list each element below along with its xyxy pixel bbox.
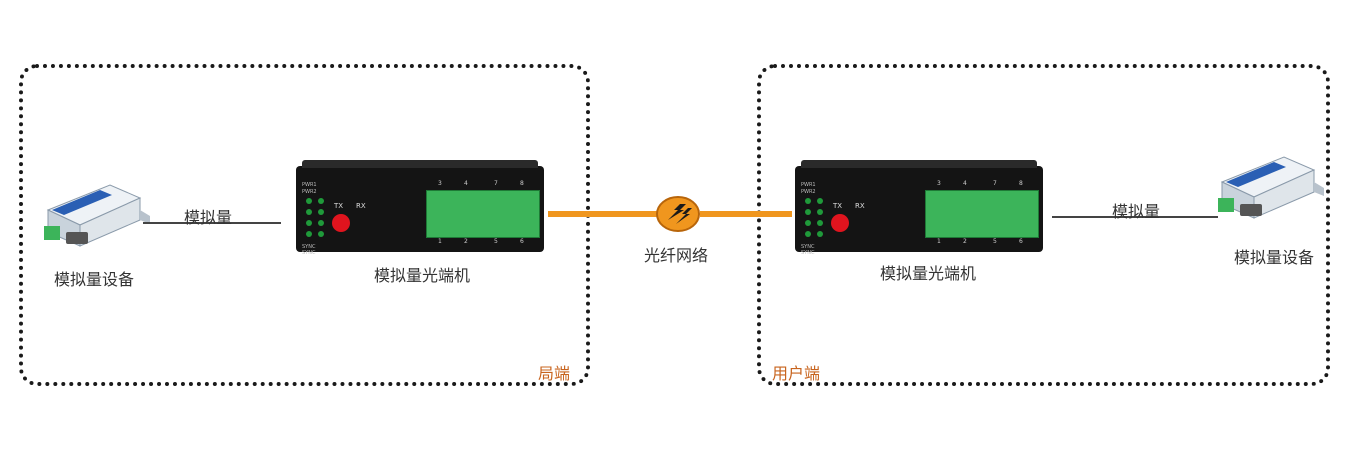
status-led-icon <box>306 198 324 237</box>
user-side-label: 用户端 <box>772 364 821 383</box>
converter-top <box>801 160 1037 168</box>
port-3-label: 3 <box>438 180 442 187</box>
sync1-label: SYNC <box>801 244 815 250</box>
port-2-label: 2 <box>464 238 468 245</box>
pwr2-label: PWR2 <box>302 189 317 195</box>
left-analog-link <box>143 222 281 224</box>
port-4-label: 4 <box>963 180 967 187</box>
port-3-label: 3 <box>937 180 941 187</box>
user-side-zone <box>757 64 1330 386</box>
converter-top <box>302 160 538 168</box>
pwr1-label: PWR1 <box>302 182 317 188</box>
fiber-link-right <box>700 211 792 217</box>
port-5-label: 5 <box>494 238 498 245</box>
tx-fiber-port-icon <box>332 214 350 232</box>
terminal-block <box>925 190 1039 238</box>
fiber-network-label: 光纤网络 <box>644 246 709 265</box>
port-8-label: 8 <box>520 180 524 187</box>
rx-label: RX <box>855 202 865 210</box>
tx-label: TX <box>334 202 344 210</box>
port-1-label: 1 <box>937 238 941 245</box>
right-analog-device-icon <box>1218 156 1324 219</box>
left-analog-device-icon <box>44 184 150 247</box>
central-office-zone <box>19 64 590 386</box>
right-analog-link <box>1052 216 1218 218</box>
left-converter: PWR1 PWR2 SYNC SYNC TX RX 3 4 7 8 1 2 5 … <box>296 160 544 256</box>
fiber-link-left <box>548 211 658 217</box>
status-led-icon <box>805 198 823 237</box>
right-link-label: 模拟量 <box>1112 202 1161 221</box>
pwr2-label: PWR2 <box>801 189 816 195</box>
port-2-label: 2 <box>963 238 967 245</box>
port-7-label: 7 <box>993 180 997 187</box>
port-7-label: 7 <box>494 180 498 187</box>
right-converter: PWR1 PWR2 SYNC SYNC TX RX 3 4 7 8 1 2 5 … <box>795 160 1043 256</box>
left-device-label: 模拟量设备 <box>54 270 135 289</box>
right-device-label: 模拟量设备 <box>1234 248 1315 267</box>
port-8-label: 8 <box>1019 180 1023 187</box>
fiber-network-icon <box>656 196 700 232</box>
right-converter-label: 模拟量光端机 <box>880 264 977 283</box>
pwr1-label: PWR1 <box>801 182 816 188</box>
left-converter-label: 模拟量光端机 <box>374 266 471 285</box>
sync1-label: SYNC <box>302 244 316 250</box>
port-4-label: 4 <box>464 180 468 187</box>
tx-label: TX <box>833 202 843 210</box>
tx-fiber-port-icon <box>831 214 849 232</box>
central-office-label: 局端 <box>538 364 571 383</box>
sync2-label: SYNC <box>801 250 815 256</box>
rx-label: RX <box>356 202 366 210</box>
sync2-label: SYNC <box>302 250 316 256</box>
port-6-label: 6 <box>520 238 524 245</box>
port-6-label: 6 <box>1019 238 1023 245</box>
terminal-block <box>426 190 540 238</box>
port-1-label: 1 <box>438 238 442 245</box>
left-link-label: 模拟量 <box>184 208 233 227</box>
port-5-label: 5 <box>993 238 997 245</box>
